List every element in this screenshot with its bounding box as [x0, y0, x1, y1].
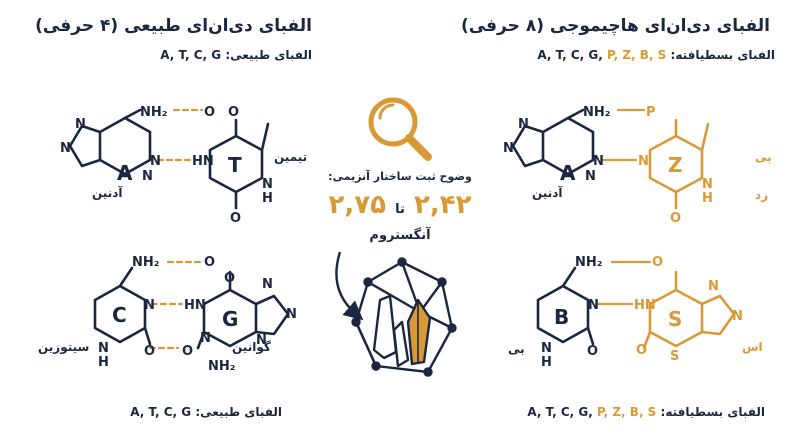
center-value-low: ۲,۴۲	[413, 190, 472, 220]
cytosine-molecule	[93, 266, 152, 346]
right-panel-title: الفبای دی‌ان‌ای هاچیموجی (۸ حرفی)	[460, 16, 770, 36]
p-name: پی	[755, 150, 772, 164]
z-molecule	[648, 118, 710, 210]
hydrogen-bonds	[148, 108, 652, 350]
atom-s: S	[670, 349, 679, 364]
atom-o: O	[204, 255, 215, 270]
atom-p: P	[646, 105, 656, 120]
atom-h: H	[702, 191, 713, 206]
atom-n: N	[75, 117, 86, 132]
atom-nh2: NH₂	[575, 255, 602, 270]
atom-nh2: NH₂	[208, 359, 235, 374]
left-panel-title: الفبای دی‌ان‌ای طبیعی (۴ حرفی)	[35, 16, 312, 36]
b-letter: B	[554, 305, 569, 329]
right-bottom-letters-natural: A, T, C, G,	[527, 405, 593, 419]
adenine-name-left: آدنین	[92, 186, 123, 200]
atom-n: N	[702, 177, 713, 192]
atom-n: N	[144, 298, 155, 313]
atom-o: O	[182, 344, 193, 359]
atom-n: N	[503, 141, 514, 156]
atom-n: N	[585, 169, 596, 184]
right-subtitle-letters-natural: A, T, C, G,	[537, 48, 603, 62]
center-caption: وضوح ثبت ساختار آنزیمی:	[328, 170, 472, 183]
atom-o: O	[652, 255, 663, 270]
left-bottom-alphabet: الفبای طبیعی: A, T, C, G	[60, 405, 282, 419]
atom-n: N	[732, 309, 743, 324]
cytosine-name: سیتوزین	[38, 340, 90, 354]
center-value-high: ۲,۷۵	[328, 190, 387, 220]
atom-o: O	[670, 211, 681, 226]
crystal-icon	[351, 257, 457, 377]
adenine-molecule-left	[68, 108, 152, 176]
right-bottom-alphabet: الفبای بسطیافته: A, T, C, G, P, Z, B, S	[460, 405, 765, 419]
atom-o: O	[204, 105, 215, 120]
b-molecule	[536, 266, 595, 346]
atom-nh2: NH₂	[132, 255, 159, 270]
atom-n: N	[638, 154, 649, 169]
center-connector: تا	[395, 202, 405, 217]
atom-o: O	[636, 343, 647, 358]
atom-n: N	[98, 341, 109, 356]
adenine-letter-left: A	[117, 161, 133, 185]
adenine-letter-right: A	[560, 161, 576, 185]
atom-h: H	[98, 355, 109, 370]
guanine-name: گوانین	[232, 340, 271, 354]
atom-n: N	[142, 169, 153, 184]
atom-n: N	[593, 154, 604, 169]
atom-n: N	[200, 331, 211, 346]
atom-hn: HN	[634, 298, 656, 313]
atom-h: H	[541, 355, 552, 370]
z-letter: Z	[668, 153, 683, 177]
atom-n: N	[262, 277, 273, 292]
center-values: ۲,۴۲ تا ۲,۷۵	[318, 190, 482, 220]
arrow	[335, 251, 364, 321]
right-bottom-label: الفبای بسطیافته:	[660, 405, 765, 419]
atom-hn: HN	[184, 298, 206, 313]
left-subtitle: الفبای طبیعی: A, T, C, G	[80, 48, 312, 62]
atom-nh2: NH₂	[583, 105, 610, 120]
atom-o: O	[587, 344, 598, 359]
guanine-molecule	[196, 270, 290, 350]
atom-n: N	[588, 298, 599, 313]
atom-hn: HN	[192, 154, 214, 169]
left-subtitle-label: الفبای طبیعی:	[225, 48, 312, 62]
b-name: بی	[508, 342, 525, 356]
atom-o: O	[228, 105, 239, 120]
left-bottom-label: الفبای طبیعی:	[195, 405, 282, 419]
right-subtitle-letters-new: P, Z, B, S	[607, 48, 667, 62]
atom-n: N	[60, 141, 71, 156]
thymine-letter: T	[228, 153, 242, 177]
magnifier-icon	[368, 97, 432, 161]
atom-o: O	[224, 271, 235, 286]
adenine-molecule-right	[511, 108, 595, 176]
atom-n: N	[262, 177, 273, 192]
thymine-molecule	[208, 118, 270, 210]
left-subtitle-letters: A, T, C, G	[160, 48, 222, 62]
center-unit: آنگستروم	[369, 228, 431, 243]
atom-n: N	[256, 333, 267, 348]
thymine-name: تیمین	[274, 150, 308, 164]
guanine-letter: G	[222, 307, 238, 331]
atom-n: N	[286, 307, 297, 322]
left-bottom-letters: A, T, C, G	[130, 405, 192, 419]
right-subtitle: الفبای بسطیافته: A, T, C, G, P, Z, B, S	[470, 48, 775, 62]
atom-n: N	[541, 341, 552, 356]
right-bottom-letters-new: P, Z, B, S	[597, 405, 657, 419]
atom-n: N	[150, 154, 161, 169]
atom-o: O	[230, 211, 241, 226]
atom-n: N	[708, 279, 719, 294]
z-name: زد	[755, 188, 769, 202]
s-name: اس	[742, 340, 763, 354]
cytosine-letter: C	[112, 303, 127, 327]
atom-nh2: NH₂	[140, 105, 167, 120]
adenine-name-right: آدنین	[532, 186, 563, 200]
right-subtitle-label: الفبای بسطیافته:	[670, 48, 775, 62]
atom-n: N	[518, 117, 529, 132]
s-letter: S	[668, 307, 682, 331]
s-molecule	[642, 270, 736, 350]
atom-o: O	[144, 344, 155, 359]
atom-h: H	[262, 191, 273, 206]
